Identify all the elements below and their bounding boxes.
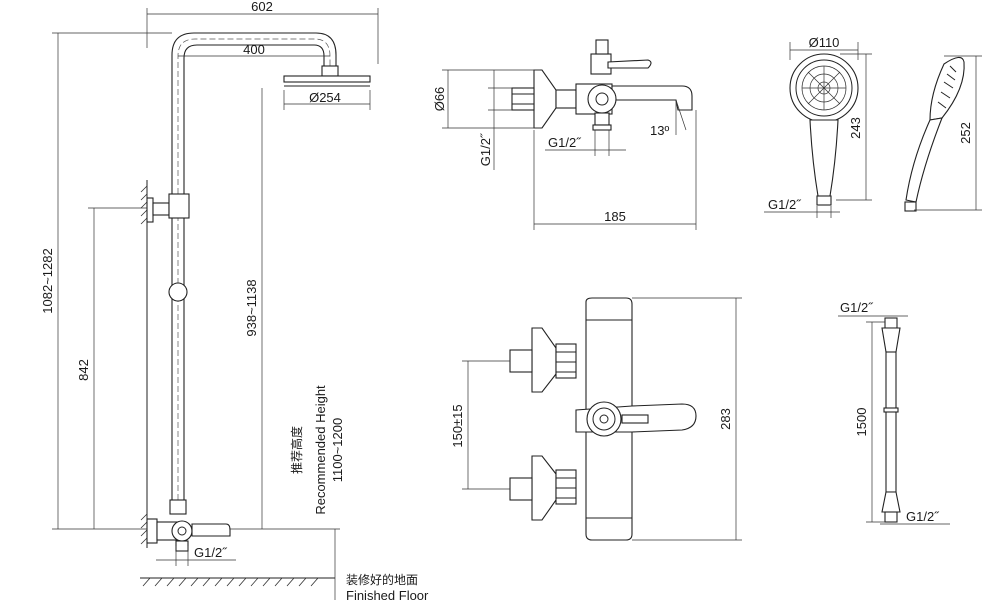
faucet-diameter-label: Ø66 — [432, 87, 447, 112]
handle — [809, 119, 839, 197]
wall-hatch — [140, 185, 148, 545]
spout — [611, 85, 693, 111]
hand-shower-head-label: 243 — [848, 117, 863, 139]
hand-shower-front-view — [789, 53, 859, 206]
column-mixer — [146, 499, 231, 552]
wall-thread-label: G1/2˝ — [194, 545, 228, 560]
floor-en: Finished Floor — [346, 588, 429, 603]
overall-width-label: 602 — [251, 0, 273, 14]
mixer-front-view: 150±15 283 — [450, 297, 742, 541]
floor-hatch — [142, 577, 319, 587]
lever — [607, 59, 652, 69]
riser-pipe — [171, 32, 337, 500]
faucet-depth-label: 185 — [604, 209, 626, 224]
hose-thread-top-label: G1/2˝ — [840, 300, 874, 315]
upper-flange — [531, 327, 557, 393]
hand-shower-side-view — [904, 56, 965, 212]
lower-flange — [531, 455, 557, 521]
wall-bracket — [146, 193, 190, 223]
mixer-centers-label: 150±15 — [450, 404, 465, 447]
slider-knob — [168, 282, 188, 302]
shower-column-view: 602 400 Ø254 1082~1282 842 938~1138 推荐高度… — [40, 0, 429, 603]
faucet-thread-side-label: G1/2˝ — [478, 132, 493, 166]
recommended-height-cn: 推荐高度 — [289, 426, 304, 474]
wall-flange — [533, 69, 557, 129]
arm-length-label: 400 — [243, 42, 265, 57]
spout-angle-label: 13º — [650, 123, 669, 138]
hand-shower-length-label: 252 — [958, 122, 973, 144]
hand-shower-diameter-label: Ø110 — [809, 35, 840, 50]
faucet-thread-bottom-label: G1/2˝ — [548, 135, 582, 150]
height-range-label: 1082~1282 — [40, 248, 55, 313]
hand-shower-thread-label: G1/2˝ — [768, 197, 802, 212]
shower-hose — [881, 317, 901, 523]
hose-length-label: 1500 — [854, 408, 869, 437]
head-height-range-label: 938~1138 — [244, 279, 259, 336]
rain-shower-head — [283, 65, 371, 87]
rain-head-diameter-label: Ø254 — [309, 90, 341, 105]
recommended-height-value: 1100~1200 — [330, 418, 345, 482]
floor-cn: 装修好的地面 — [346, 572, 418, 587]
spray-pattern — [801, 65, 847, 111]
mixer-height-label: 283 — [718, 408, 733, 430]
recommended-height-en: Recommended Height — [313, 385, 328, 515]
hose-thread-bottom-label: G1/2˝ — [906, 509, 940, 524]
outlet-height-label: 842 — [76, 359, 91, 381]
mixer-side-view: 13º Ø66 G1/2˝ G1/2˝ 185 — [432, 39, 697, 230]
